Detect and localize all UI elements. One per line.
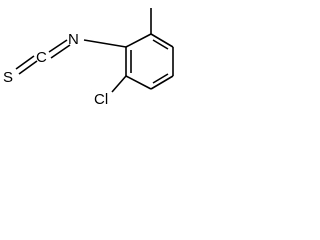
bond-ring-1: [150, 33, 174, 48]
atom-label-chlorine: Cl: [94, 91, 108, 108]
bond-ring-nitrogen: [83, 39, 127, 48]
bond-ring-6: [125, 33, 152, 48]
atom-label-nitrogen: N: [68, 31, 79, 48]
atom-label-sulfur: S: [3, 69, 13, 86]
bond-nitrogen-carbon-a: [48, 39, 68, 53]
bond-ring-4: [125, 75, 152, 90]
bond-carbon-sulfur-b: [18, 60, 38, 75]
bond-carbon-sulfur-a: [15, 55, 35, 70]
atom-label-carbon: C: [36, 49, 47, 66]
chemical-structure: S C N Cl: [3, 8, 174, 108]
bond-nitrogen-carbon-b: [50, 44, 71, 59]
bond-ring-inner-2: [152, 73, 169, 84]
bond-ring-chlorine: [111, 75, 127, 93]
bond-ring-3: [150, 75, 174, 90]
bond-ring-inner-1: [152, 39, 169, 50]
